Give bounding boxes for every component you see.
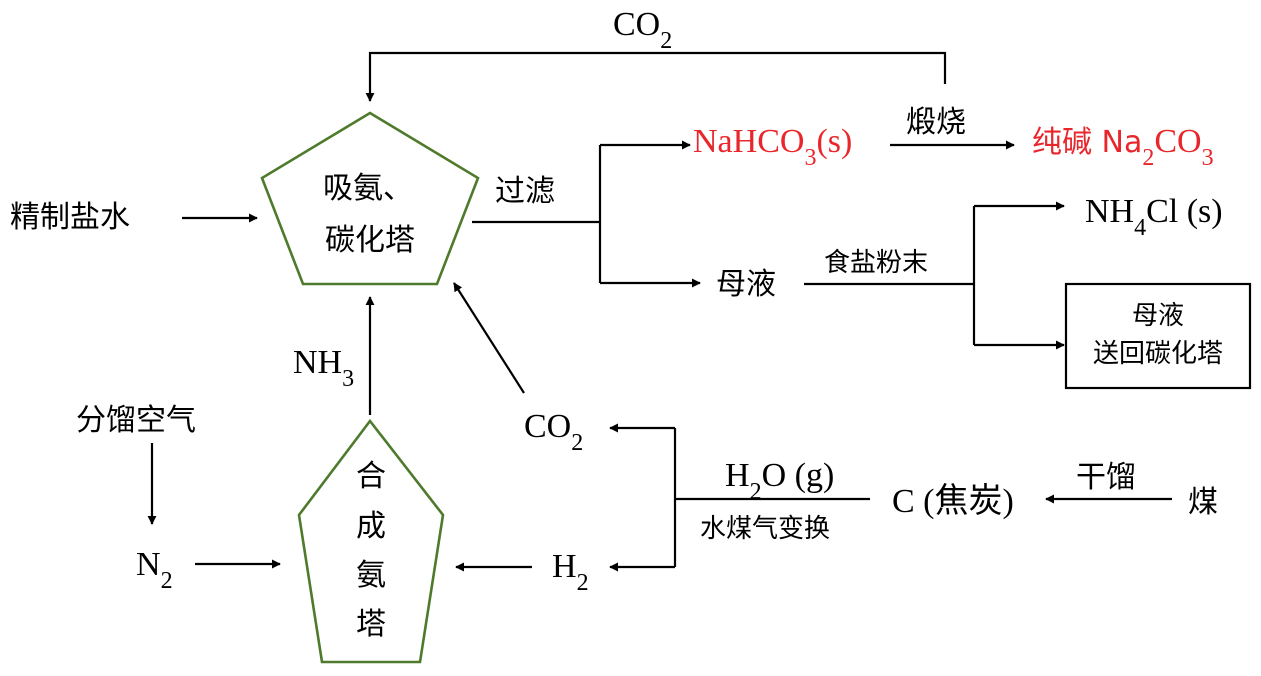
return-to-tower-box xyxy=(1064,282,1252,390)
soda-ash-label: 纯碱 Na2CO3 xyxy=(1032,123,1214,171)
synthesis-tower-char-4: 塔 xyxy=(356,607,386,642)
mother-liquor-label: 母液 xyxy=(716,267,776,302)
coal-label: 煤 xyxy=(1188,485,1218,520)
absorption-carbonation-tower xyxy=(260,111,480,286)
synthesis-tower-char-3: 氨 xyxy=(356,558,386,593)
co2-recycle-arrow xyxy=(365,51,947,102)
nh4cl-label: NH4Cl (s) xyxy=(1085,193,1223,241)
ammonia-synthesis-tower xyxy=(297,418,445,664)
dry-distillation-label: 干馏 xyxy=(1076,460,1136,495)
water-gas-shift-label: 水煤气变换 xyxy=(700,514,830,544)
filter-label: 过滤 xyxy=(495,174,555,209)
return-box-line1: 母液 xyxy=(1132,301,1184,331)
h2-label: H2 xyxy=(552,548,589,596)
synthesis-tower-char-1: 合 xyxy=(356,459,386,494)
coke-label: C (焦炭) xyxy=(892,482,1014,520)
co2-to-tower-arrow xyxy=(453,282,525,394)
salt-powder-label: 食盐粉末 xyxy=(824,248,928,278)
absorption-tower-label-line2: 碳化塔 xyxy=(325,223,415,258)
brine-label: 精制盐水 xyxy=(10,200,130,235)
nh3-label: NH3 xyxy=(293,344,354,392)
n2-label: N2 xyxy=(136,546,173,594)
synthesis-tower-char-2: 成 xyxy=(356,509,386,544)
calcine-label: 煅烧 xyxy=(906,105,966,140)
absorption-tower-label-line1: 吸氨、 xyxy=(323,171,413,206)
co2-label: CO2 xyxy=(524,408,583,456)
return-box-line2: 送回碳化塔 xyxy=(1093,339,1223,369)
nahco3-label: NaHCO3(s) xyxy=(693,123,852,171)
co2-recycle-label: CO2 xyxy=(613,6,672,54)
air-fractionation-label: 分馏空气 xyxy=(76,403,196,438)
h2o-label: H2O (g) xyxy=(725,457,834,505)
